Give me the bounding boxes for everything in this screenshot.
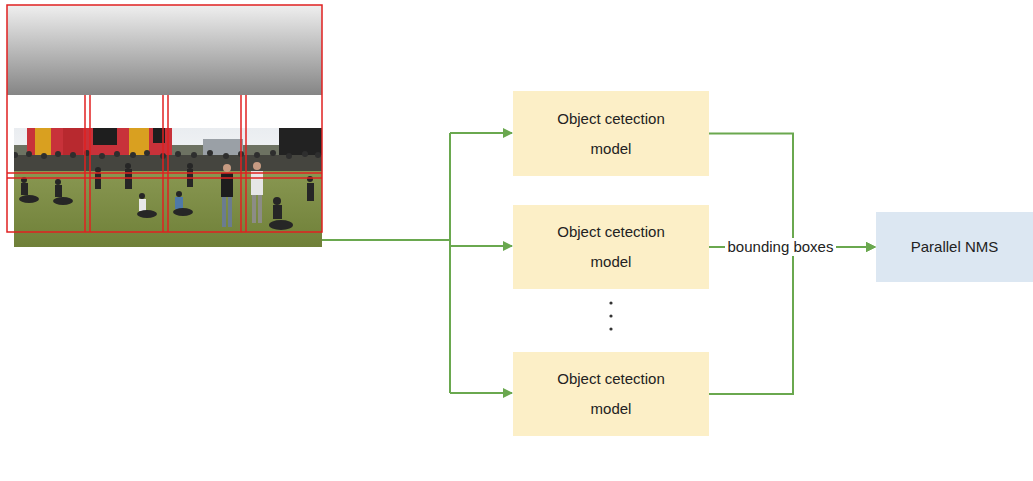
flow-arrow	[709, 247, 875, 394]
model-box: Object cetection model	[513, 205, 709, 289]
model-box: Object cetection model	[513, 91, 709, 176]
flow-arrow	[709, 134, 875, 248]
edge-label: bounding boxes	[725, 238, 837, 256]
model-box: Object cetection model	[513, 352, 709, 436]
node-label: Object cetection model	[541, 217, 681, 277]
node-label: Parallel NMS	[911, 232, 999, 262]
nms-box: Parallel NMS	[876, 212, 1033, 282]
node-label: Object cetection model	[541, 364, 681, 424]
node-label: Object cetection model	[541, 104, 681, 164]
